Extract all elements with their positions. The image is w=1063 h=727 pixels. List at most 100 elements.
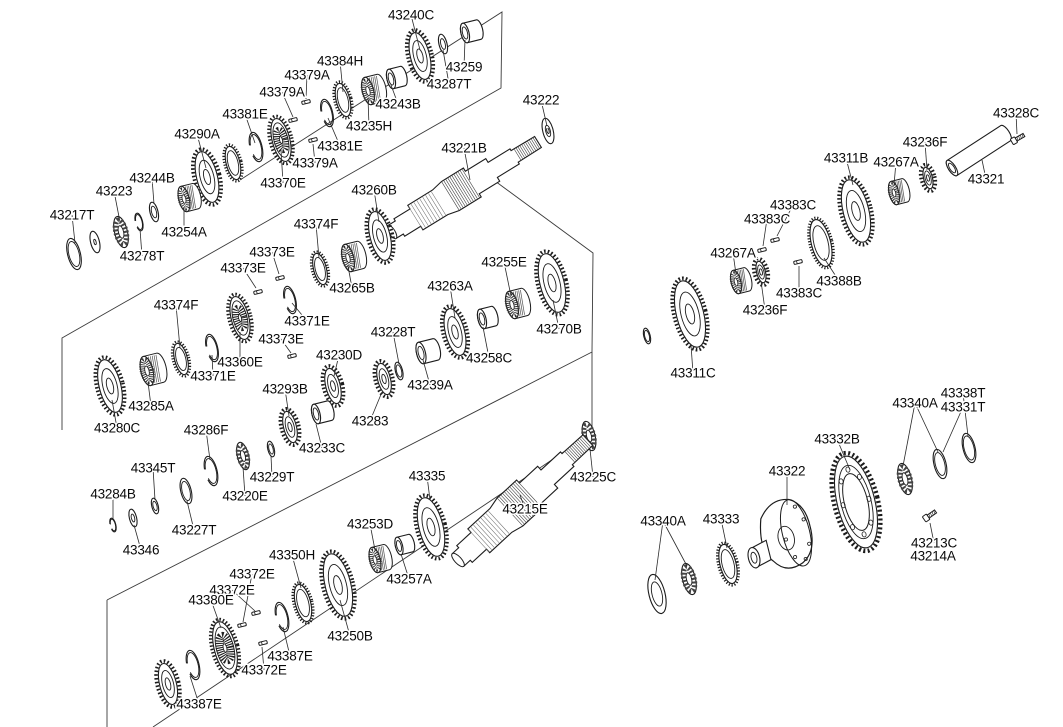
part-label-43311B: 43311B xyxy=(824,151,869,166)
part-ring-43227T xyxy=(179,477,193,505)
part-label-43233C: 43233C xyxy=(299,441,346,456)
part-label-43285A: 43285A xyxy=(128,399,174,414)
part-label-43331T: 43331T xyxy=(941,400,986,415)
part-label-43387E: 43387E xyxy=(267,649,313,664)
leader-line xyxy=(776,204,794,237)
part-pin-43373E-1 xyxy=(275,275,285,281)
part-label-43265B: 43265B xyxy=(329,281,375,296)
leader-line xyxy=(196,133,207,169)
part-label-43379A: 43379A xyxy=(292,156,338,171)
part-gear-43290A xyxy=(190,147,224,207)
leader-line xyxy=(400,553,410,580)
part-pin-43373E-3 xyxy=(287,353,297,359)
part-label-43215E: 43215E xyxy=(502,502,548,517)
part-label-43340A: 43340A xyxy=(640,514,686,529)
part-pin-43383C-3 xyxy=(793,259,803,265)
leader-line xyxy=(390,84,399,105)
part-bearing-drum-43255E xyxy=(504,287,532,320)
part-bolt-43213C xyxy=(922,509,938,523)
leader-line xyxy=(589,448,594,478)
leader-line xyxy=(280,149,284,184)
leader-line xyxy=(369,391,383,422)
leader-line xyxy=(482,326,490,359)
part-bearing-race-43340A xyxy=(647,573,667,615)
part-label-43254A: 43254A xyxy=(161,225,207,240)
part-label-43322: 43322 xyxy=(769,464,806,479)
part-label-43267A: 43267A xyxy=(710,246,756,261)
leader-line xyxy=(327,117,341,147)
leader-line xyxy=(339,60,344,93)
part-label-43388B: 43388B xyxy=(816,274,862,289)
leader-line xyxy=(690,344,694,374)
panel-output-bottom xyxy=(152,352,593,727)
leader-line xyxy=(762,218,768,247)
leader-line xyxy=(367,97,370,127)
part-label-43243B: 43243B xyxy=(375,97,421,112)
part-bearing-cone-43340A xyxy=(680,562,698,596)
leader-line xyxy=(242,466,246,497)
part-pin-43379A-2 xyxy=(308,137,318,143)
part-label-43373E: 43373E xyxy=(220,261,266,276)
part-bearing-drum-43235H xyxy=(360,73,388,106)
part-gear-43240C xyxy=(404,28,436,84)
part-label-43383C: 43383C xyxy=(776,286,823,301)
part-label-43293B: 43293B xyxy=(262,382,308,397)
part-synchro-ring-43374F-mid xyxy=(170,340,192,378)
part-label-43286F: 43286F xyxy=(184,423,229,438)
leader-line xyxy=(347,265,353,289)
part-label-43240C: 43240C xyxy=(388,8,435,23)
part-synchro-ring-43384H xyxy=(332,80,354,120)
part-hub-43380E xyxy=(208,617,242,679)
part-toothed-ring-43333 xyxy=(715,541,741,587)
part-synchro-ring-43381E xyxy=(222,143,244,183)
part-label-43345T: 43345T xyxy=(131,461,176,476)
part-label-43250B: 43250B xyxy=(327,629,373,644)
part-gear-43250B xyxy=(319,549,357,621)
leader-line xyxy=(151,177,155,205)
part-snap-ring-43278T xyxy=(134,212,144,232)
part-label-43253D: 43253D xyxy=(347,517,394,532)
part-label-43228T: 43228T xyxy=(371,325,416,340)
leader-line xyxy=(720,518,728,549)
part-label-43372E: 43372E xyxy=(241,663,287,678)
part-bearing-drum-43265B xyxy=(340,240,368,273)
part-label-43338T: 43338T xyxy=(941,386,986,401)
part-gear-43283 xyxy=(372,359,396,399)
part-label-43235H: 43235H xyxy=(346,119,392,134)
leader-line xyxy=(333,354,340,377)
leader-line xyxy=(291,302,308,322)
leader-line xyxy=(732,252,737,275)
leader-line xyxy=(315,423,323,449)
leader-line xyxy=(312,143,316,164)
part-hub-43360E xyxy=(226,292,254,344)
part-input-shaft-43221B xyxy=(386,135,543,240)
leader-line xyxy=(942,406,964,453)
part-label-43236F: 43236F xyxy=(743,303,788,318)
leader-line xyxy=(962,392,969,437)
part-label-43328C: 43328C xyxy=(993,106,1040,121)
leader-line xyxy=(111,399,118,429)
leader-line xyxy=(914,402,939,453)
leader-line xyxy=(211,354,214,377)
part-gear-43263A xyxy=(439,304,471,360)
leader-line xyxy=(836,438,851,471)
part-bearing-drum-43267A-top xyxy=(887,178,911,206)
part-label-43236F: 43236F xyxy=(903,135,948,150)
part-label-43372E: 43372E xyxy=(209,583,255,598)
leader-line xyxy=(662,520,688,567)
leader-line xyxy=(280,338,292,354)
part-diff-case-43322 xyxy=(747,498,813,569)
part-pin-43379A-1 xyxy=(301,99,311,105)
leader-line xyxy=(981,159,987,180)
part-label-43379A: 43379A xyxy=(259,85,305,100)
leader-line xyxy=(902,402,916,467)
leader-line xyxy=(503,261,512,297)
part-label-43220E: 43220E xyxy=(222,489,268,504)
part-snap-ring-43387E-left xyxy=(185,649,201,681)
leader-line xyxy=(449,285,456,319)
part-snap-ring-43371E-top xyxy=(283,285,297,315)
part-bushing-43258C xyxy=(476,305,499,330)
leader-line xyxy=(113,190,121,223)
